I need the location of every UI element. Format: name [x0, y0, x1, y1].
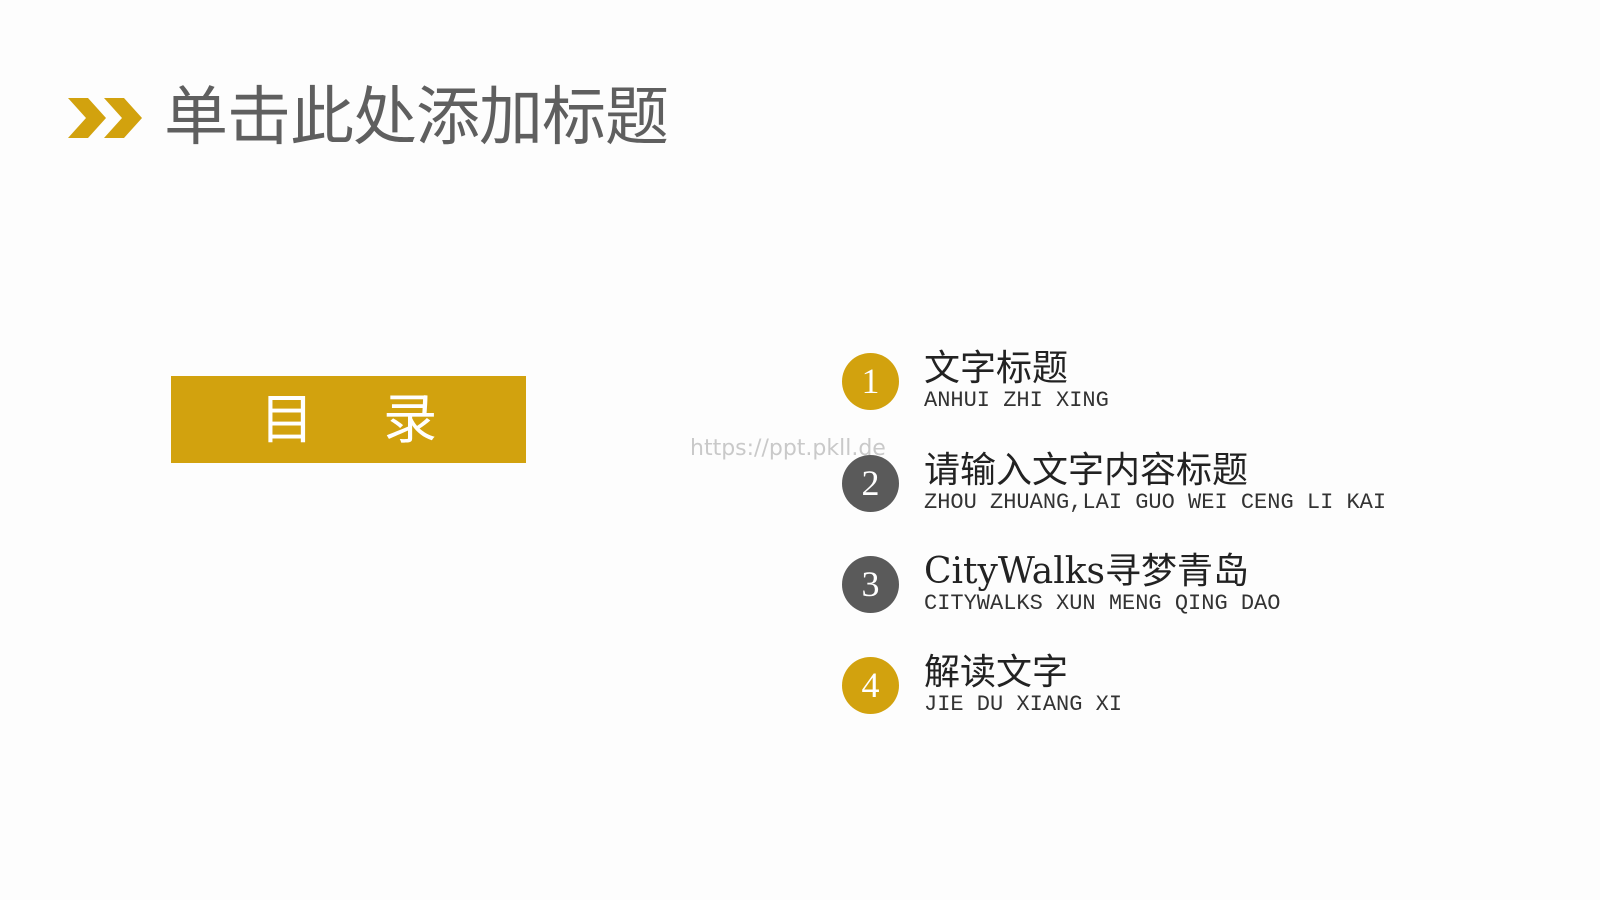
- toc-label-box: 目 录: [171, 376, 526, 463]
- slide-header: 单击此处添加标题: [66, 78, 669, 158]
- number-badge: 1: [842, 352, 899, 410]
- watermark-text: https://ppt.pkll.de: [690, 436, 886, 461]
- menu-item-1[interactable]: 1 文字标题 ANHUI ZHI XING: [842, 341, 1109, 421]
- menu-item-4[interactable]: 4 解读文字 JIE DU XIANG XI: [842, 645, 1122, 725]
- menu-item-subtitle: ZHOU ZHUANG,LAI GUO WEI CENG LI KAI: [924, 489, 1387, 515]
- number-badge: 3: [842, 555, 899, 613]
- menu-item-subtitle: JIE DU XIANG XI: [924, 691, 1123, 717]
- number-badge: 2: [842, 454, 899, 512]
- toc-label: 目 录: [259, 387, 464, 451]
- menu-item-3[interactable]: 3 CityWalks寻梦青岛 CITYWALKS XUN MENG QING …: [842, 544, 1280, 624]
- number-badge: 4: [842, 656, 899, 714]
- menu-item-subtitle: ANHUI ZHI XING: [924, 387, 1109, 413]
- page-title[interactable]: 单击此处添加标题: [164, 81, 669, 155]
- double-chevron-right-icon: [68, 98, 142, 138]
- menu-item-subtitle: CITYWALKS XUN MENG QING DAO: [924, 590, 1281, 616]
- menu-item-title: CityWalks寻梦青岛: [924, 551, 1250, 593]
- menu-item-title: 文字标题: [924, 348, 1069, 390]
- menu-item-2[interactable]: 2 请输入文字内容标题 ZHOU ZHUANG,LAI GUO WEI CENG…: [842, 443, 1386, 523]
- menu-item-title: 解读文字: [924, 652, 1069, 694]
- menu-item-title: 请输入文字内容标题: [924, 450, 1249, 492]
